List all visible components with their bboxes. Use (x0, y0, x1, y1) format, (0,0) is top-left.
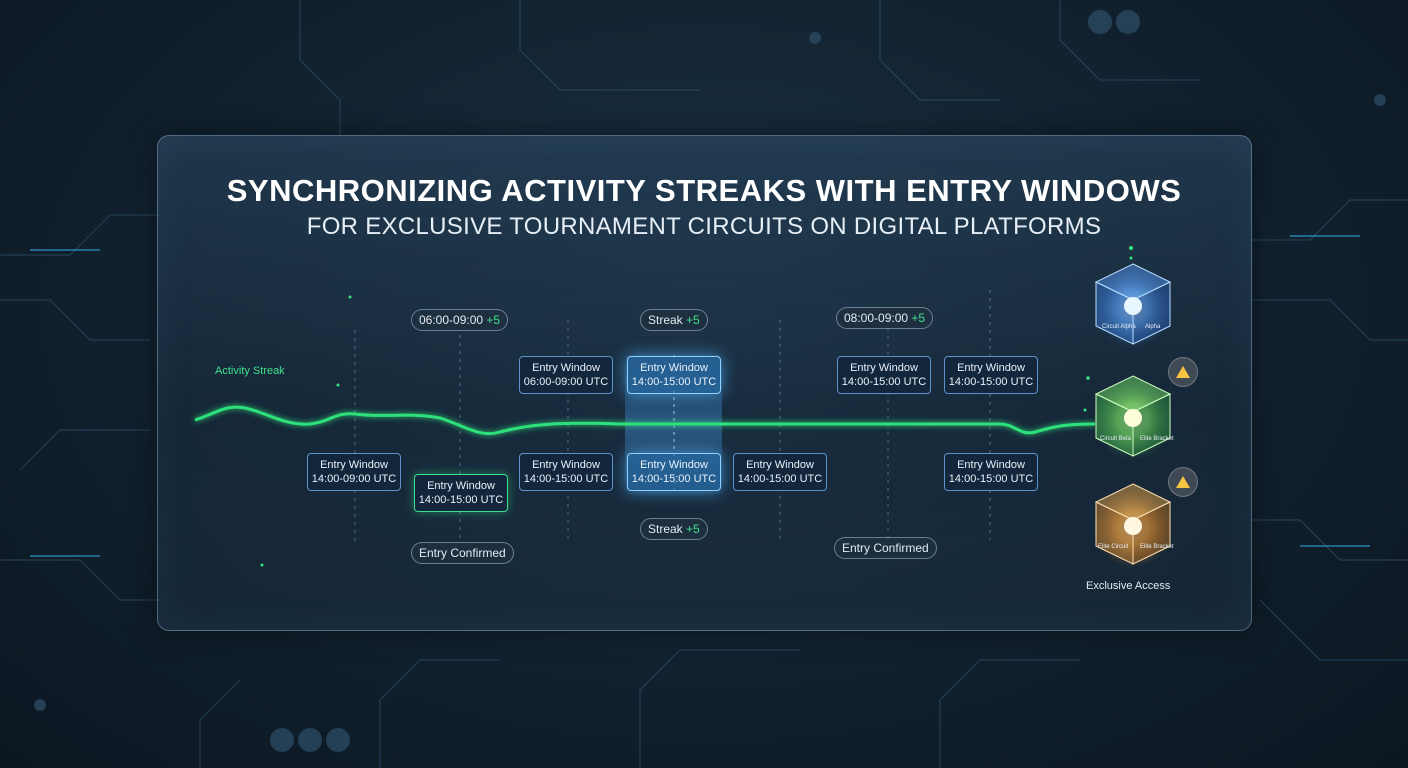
cube-label: Circuit Alpha (1102, 324, 1136, 330)
streak-bonus-pill: Streak +5 (640, 518, 708, 540)
entry-window-highlighted[interactable]: Entry Window 14:00-15:00 UTC (627, 453, 721, 491)
activity-streak-label: Activity Streak (215, 365, 285, 377)
streak-bonus-pill: Streak +5 (640, 309, 708, 331)
circuit-cube-green[interactable]: Circuit Beta Elite Bracket (1090, 370, 1176, 462)
entry-confirmed-pill: Entry Confirmed (411, 542, 514, 564)
cube-label: Alpha (1145, 324, 1161, 330)
cube-label: Elite Bracket (1140, 544, 1174, 550)
activity-streak-line (194, 405, 1096, 436)
entry-window[interactable]: Entry Window 14:00-15:00 UTC (944, 356, 1038, 394)
streak-bonus-pill: 08:00-09:00 +5 (836, 307, 934, 329)
exclusive-access-label: Exclusive Access (1086, 580, 1171, 592)
circuit-cube-blue[interactable]: Circuit Alpha Alpha (1090, 258, 1176, 350)
entry-window[interactable]: Entry Window 14:00-15:00 UTC (944, 453, 1038, 491)
entry-window[interactable]: Entry Window 14:00-15:00 UTC (733, 453, 827, 491)
circuit-cube-orange[interactable]: Elite Circuit Elite Bracket (1090, 478, 1176, 570)
entry-window-confirmed[interactable]: Entry Window 14:00-15:00 UTC (414, 474, 508, 512)
page-subtitle: FOR EXCLUSIVE TOURNAMENT CIRCUITS ON DIG… (306, 213, 1102, 240)
entry-window[interactable]: Entry Window 14:00-15:00 UTC (519, 453, 613, 491)
entry-window[interactable]: Entry Window 14:00-15:00 UTC (837, 356, 931, 394)
warning-icon[interactable] (1168, 357, 1198, 387)
warning-icon (1176, 366, 1190, 378)
cube-label: Elite Bracket (1140, 436, 1174, 442)
cube-label: Circuit Beta (1100, 436, 1132, 442)
entry-window-highlighted[interactable]: Entry Window 14:00-15:00 UTC (627, 356, 721, 394)
warning-icon (1176, 476, 1190, 488)
entry-confirmed-pill: Entry Confirmed (834, 537, 937, 559)
entry-window[interactable]: Entry Window 14:00-09:00 UTC (307, 453, 401, 491)
cube-label: Elite Circuit (1098, 544, 1129, 550)
warning-icon[interactable] (1168, 467, 1198, 497)
page-title: SYNCHRONIZING ACTIVITY STREAKS WITH ENTR… (226, 173, 1182, 208)
entry-window[interactable]: Entry Window 06:00-09:00 UTC (519, 356, 613, 394)
streak-bonus-pill: 06:00-09:00 +5 (411, 309, 509, 331)
